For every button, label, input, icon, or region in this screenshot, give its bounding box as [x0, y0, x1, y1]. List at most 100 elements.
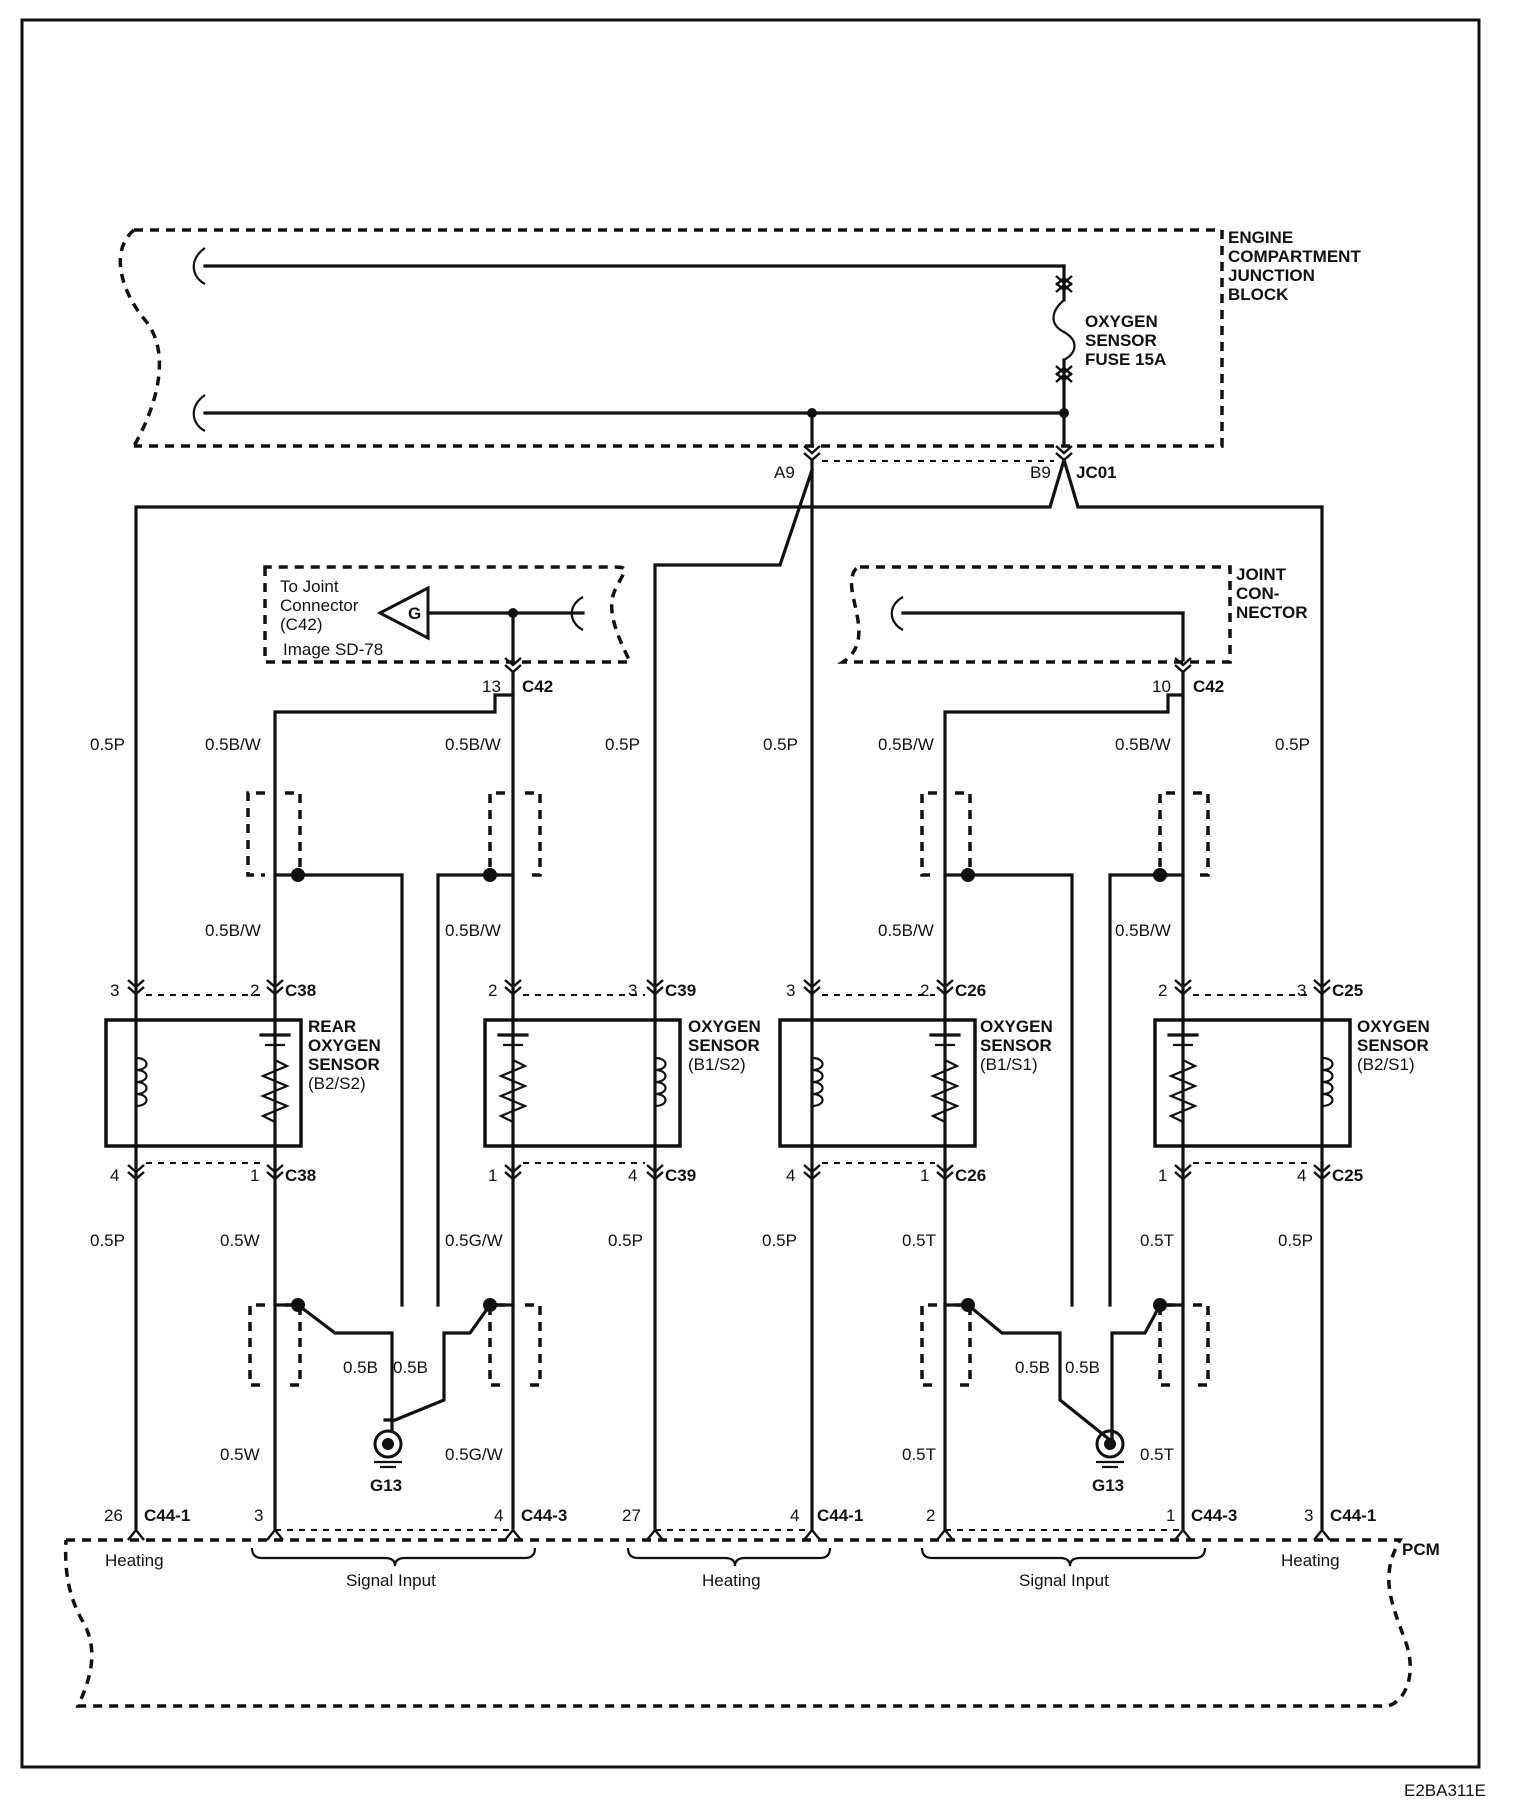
sensor-1-name-2: OXYGEN: [308, 1036, 381, 1055]
ground-g13-right: G13: [1092, 1429, 1125, 1495]
pcm-group-heating-3: Heating: [1281, 1551, 1340, 1570]
sensor-2-name-2: SENSOR: [688, 1036, 760, 1055]
wire-label-t-4: 0.5T: [1140, 1445, 1174, 1464]
shields: [246, 791, 1210, 1387]
wire-label-p-3: 0.5P: [763, 735, 798, 754]
joint-left-pin: 13: [482, 677, 501, 696]
sensor-2-bottom-pin-b: 4: [628, 1166, 637, 1185]
fuse-label-2: SENSOR: [1085, 331, 1157, 350]
sensor-4-top-pin-a: 2: [1158, 981, 1167, 1000]
wire-label-bw-3: 0.5B/W: [878, 735, 934, 754]
sensor-1-top-pin-a: 3: [110, 981, 119, 1000]
sensor-b1s1: 3 2 C26 4 1 C26 OXYGEN SENSOR (B1/S1): [778, 978, 1053, 1185]
joint-symbol-g: G: [408, 604, 421, 623]
sensor-4-bottom-pin-b: 4: [1297, 1166, 1306, 1185]
wire-label-b-1: 0.5B: [343, 1358, 378, 1377]
ground-g-symbol: [376, 585, 430, 641]
sensor-2-bottom-pin-a: 1: [488, 1166, 497, 1185]
wire-label-bw-7: 0.5B/W: [878, 921, 934, 940]
joint-right-title-2: CON-: [1236, 584, 1279, 603]
outer-frame: [20, 18, 1481, 1769]
sensor-4-top-pin-b: 3: [1297, 981, 1306, 1000]
sensor-1-name-1: REAR: [308, 1017, 356, 1036]
joint-left-text-3: (C42): [280, 615, 323, 634]
joint-connector-left: G To Joint Connector (C42) Image SD-78 1…: [263, 565, 633, 696]
joint-right-title-1: JOINT: [1236, 565, 1287, 584]
sensor-3-top-pin-b: 2: [920, 981, 929, 1000]
sensor-4-bottom-pin-a: 1: [1158, 1166, 1167, 1185]
connector-label-jc01: JC01: [1076, 463, 1117, 482]
wire-labels: 0.5P 0.5B/W 0.5B/W 0.5P 0.5P 0.5B/W 0.5B…: [90, 735, 1313, 1464]
fuse-symbol: [1052, 299, 1076, 361]
pcm-conn-3: C44-3: [521, 1506, 567, 1525]
wire-label-bw-6: 0.5B/W: [445, 921, 501, 940]
pcm-conn-5: C44-1: [817, 1506, 863, 1525]
junction-title-3: JUNCTION: [1228, 266, 1315, 285]
sensor-2-top-pin-b: 3: [628, 981, 637, 1000]
sensor-3-name-2: SENSOR: [980, 1036, 1052, 1055]
sensor-2-connector-top: C39: [665, 981, 696, 1000]
pcm-pin-2: 3: [254, 1506, 263, 1525]
fuse-label-1: OXYGEN: [1085, 312, 1158, 331]
pcm-conn-7: C44-3: [1191, 1506, 1237, 1525]
wire-label-w-1: 0.5W: [220, 1231, 260, 1250]
joint-right-connector: C42: [1193, 677, 1224, 696]
joint-right-title-3: NECTOR: [1236, 603, 1307, 622]
sensor-1-bottom-pin-a: 4: [110, 1166, 119, 1185]
wire-label-p-5: 0.5P: [90, 1231, 125, 1250]
sensor-3-name-3: (B1/S1): [980, 1055, 1038, 1074]
sensor-2-name-3: (B1/S2): [688, 1055, 746, 1074]
sensor-4-name-1: OXYGEN: [1357, 1017, 1430, 1036]
sensor-2-connector-bottom: C39: [665, 1166, 696, 1185]
sensor-rear-b2s2: 3 2 C38 4 1 C38 REAR OXYGEN SENSOR (B2/S…: [104, 978, 381, 1185]
sensor-3-bottom-pin-a: 4: [786, 1166, 795, 1185]
joint-left-text-2: Connector: [280, 596, 359, 615]
wire-label-bw-2: 0.5B/W: [445, 735, 501, 754]
joint-left-connector: C42: [522, 677, 553, 696]
junction-title-4: BLOCK: [1228, 285, 1289, 304]
wire-label-p-4: 0.5P: [1275, 735, 1310, 754]
sensor-4-name-2: SENSOR: [1357, 1036, 1429, 1055]
sensor-1-bottom-pin-b: 1: [250, 1166, 259, 1185]
joint-connector-right: JOINT CON- NECTOR 10 C42: [836, 565, 1307, 696]
wire-label-p-7: 0.5P: [762, 1231, 797, 1250]
pcm-conn-1: C44-1: [144, 1506, 190, 1525]
wire-label-b-2: 0.5B: [393, 1358, 428, 1377]
pcm: PCM 26 C44-1 3 4 C44-3 27 4 C44-1 2 1 C4…: [63, 1506, 1440, 1708]
sensor-3-bottom-pin-b: 1: [920, 1166, 929, 1185]
pcm-group-signal-1: Signal Input: [346, 1571, 436, 1590]
sensor-2-top-pin-a: 2: [488, 981, 497, 1000]
ground-label-left: G13: [370, 1476, 402, 1495]
wire-label-t-2: 0.5T: [1140, 1231, 1174, 1250]
sensor-b2s1: 2 3 C25 1 4 C25 OXYGEN SENSOR (B2/S1): [1153, 978, 1430, 1185]
sensor-b1s2: 2 3 C39 1 4 C39 OXYGEN SENSOR (B1/S2): [483, 978, 761, 1185]
wire-label-gw-1: 0.5G/W: [445, 1231, 503, 1250]
junction-title-2: COMPARTMENT: [1228, 247, 1361, 266]
sensor-4-connector-top: C25: [1332, 981, 1363, 1000]
sensor-3-connector-top: C26: [955, 981, 986, 1000]
sensor-1-connector-top: C38: [285, 981, 316, 1000]
pcm-pin-1: 26: [104, 1506, 123, 1525]
wire-label-w-2: 0.5W: [220, 1445, 260, 1464]
figure-code: E2BA311E: [1404, 1781, 1486, 1800]
wire-label-bw-8: 0.5B/W: [1115, 921, 1171, 940]
pcm-group-signal-2: Signal Input: [1019, 1571, 1109, 1590]
pcm-pin-8: 3: [1304, 1506, 1313, 1525]
pcm-pin-7: 1: [1166, 1506, 1175, 1525]
pin-a9: A9: [774, 463, 795, 482]
ground-label-right: G13: [1092, 1476, 1124, 1495]
connector-jc01: A9 B9 JC01: [774, 444, 1117, 482]
sensor-4-connector-bottom: C25: [1332, 1166, 1363, 1185]
pcm-label: PCM: [1402, 1540, 1440, 1559]
ground-g13-left: G13: [370, 1429, 403, 1495]
sensor-2-name-1: OXYGEN: [688, 1017, 761, 1036]
joint-left-text-4: Image SD-78: [283, 640, 383, 659]
wire-label-t-1: 0.5T: [902, 1231, 936, 1250]
wire-label-b-3: 0.5B: [1015, 1358, 1050, 1377]
pcm-pin-5: 4: [790, 1506, 799, 1525]
pcm-pin-3: 4: [494, 1506, 503, 1525]
pcm-pin-4: 27: [622, 1506, 641, 1525]
sensor-3-name-1: OXYGEN: [980, 1017, 1053, 1036]
sensor-4-name-3: (B2/S1): [1357, 1055, 1415, 1074]
